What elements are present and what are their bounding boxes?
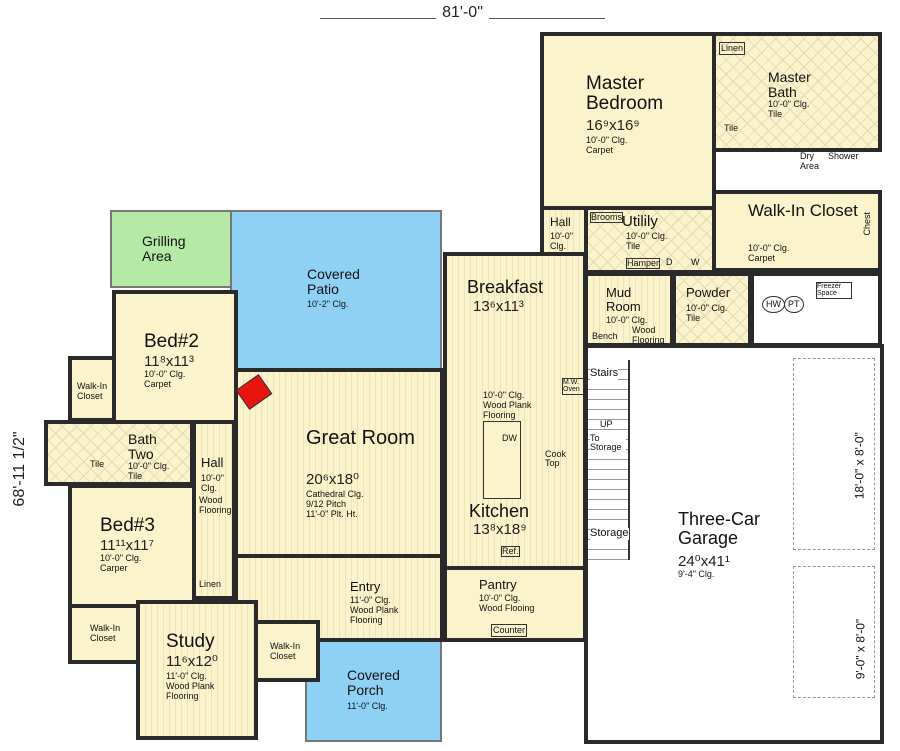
garage-door-large[interactable] — [793, 358, 875, 550]
breakfast-kitchen: Breakfast 13⁶x11³ 10'-0" Clg. Wood Plank… — [443, 252, 587, 570]
walk-in-closet-bed2: Walk-In Closet — [68, 356, 116, 422]
garage-door-small[interactable] — [793, 566, 875, 698]
dimension-depth: 68'-11 1/2" — [11, 431, 28, 507]
three-car-garage: Stairs UP To Storage Storage Three-Car G… — [584, 344, 884, 744]
walk-in-closet-study: Walk-In Closet — [254, 620, 320, 682]
dimension-width: 81'-0" — [320, 4, 605, 21]
stairs[interactable] — [588, 360, 630, 560]
kitchen-island: DW — [483, 421, 521, 499]
walk-in-closet-bed3: Walk-In Closet — [68, 604, 144, 664]
grilling-area: Grilling Area — [110, 210, 232, 288]
